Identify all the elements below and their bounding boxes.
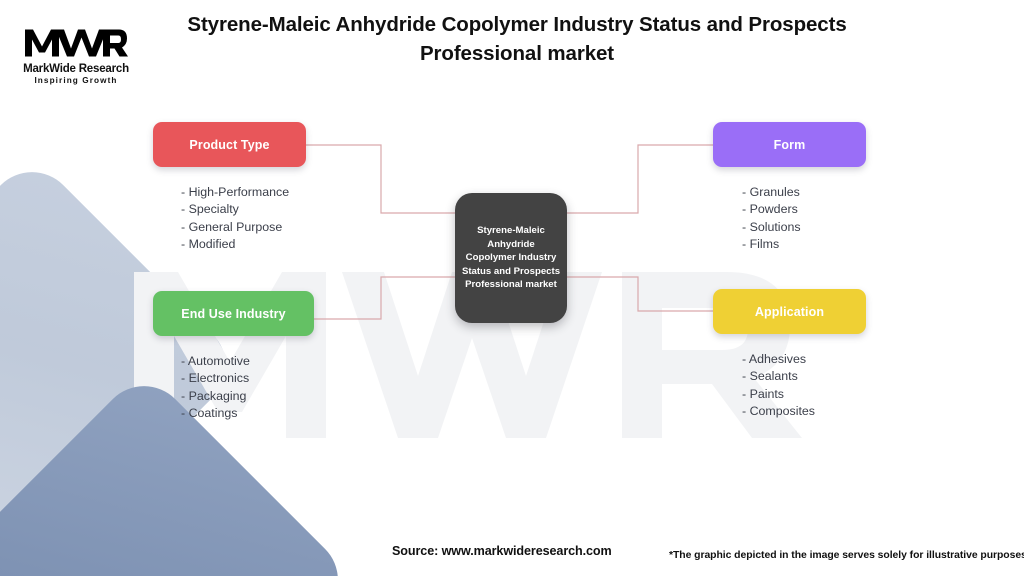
list-item: - Coatings	[181, 406, 238, 421]
connector-application	[567, 276, 713, 312]
list-item: - Composites	[742, 404, 815, 419]
branch-label-application: Application	[754, 304, 825, 319]
list-item: - Granules	[742, 185, 800, 199]
list-item: - Automotive	[181, 354, 250, 368]
list-item: - General Purpose	[181, 219, 283, 234]
list-item: - Adhesives	[742, 352, 807, 366]
central-hub: Styrene-Maleic Anhydride Copolymer Indus…	[455, 193, 567, 323]
list-item: - Specialty	[181, 202, 239, 217]
branch-chip-product-type[interactable]: Product Type	[153, 122, 306, 167]
list-item: - Films	[742, 237, 780, 252]
branch-items-product-type: - High-Performance - Specialty - General…	[153, 184, 306, 254]
central-hub-text: Styrene-Maleic Anhydride Copolymer Indus…	[458, 224, 564, 292]
mwr-logo-icon	[25, 29, 128, 57]
branch-label-form: Form	[773, 137, 806, 152]
hub-line: Professional market	[465, 279, 557, 291]
branch-items-form: - Granules - Powders - Solutions - Films	[713, 184, 866, 254]
branch-end-use-industry[interactable]: End Use Industry - Automotive - Electron…	[153, 291, 314, 423]
list-item: - Modified	[181, 237, 236, 252]
branch-label-end-use-industry: End Use Industry	[181, 306, 286, 321]
branch-label-product-type: Product Type	[189, 137, 270, 152]
branch-items-end-use-industry: - Automotive - Electronics - Packaging -…	[153, 353, 314, 423]
hub-line: Copolymer Industry	[465, 252, 557, 264]
branch-product-type[interactable]: Product Type - High-Performance - Specia…	[153, 122, 306, 254]
hub-line: Status and Prospects	[461, 265, 561, 277]
brand-logo: MarkWide Research Inspiring Growth	[16, 22, 136, 90]
connector-end-use-industry	[314, 276, 455, 320]
list-item: - Sealants	[742, 369, 798, 384]
list-item: - Electronics	[181, 371, 250, 386]
branch-items-application: - Adhesives - Sealants - Paints - Compos…	[713, 351, 866, 421]
list-item: - High-Performance	[181, 185, 290, 199]
disclaimer-note: *The graphic depicted in the image serve…	[669, 550, 1024, 561]
list-item: - Powders	[742, 202, 798, 217]
hub-line: Styrene-Maleic	[477, 224, 545, 236]
branch-form[interactable]: Form - Granules - Powders - Solutions - …	[713, 122, 866, 254]
list-item: - Packaging	[181, 388, 247, 403]
branch-chip-form[interactable]: Form	[713, 122, 866, 167]
hub-line: Anhydride	[487, 238, 535, 250]
list-item: - Solutions	[742, 219, 801, 234]
list-item: - Paints	[742, 386, 785, 401]
branch-chip-end-use-industry[interactable]: End Use Industry	[153, 291, 314, 336]
source-attribution: Source: www.markwideresearch.com	[392, 544, 612, 558]
branch-application[interactable]: Application - Adhesives - Sealants - Pai…	[713, 289, 866, 421]
connector-form	[567, 144, 713, 214]
branch-chip-application[interactable]: Application	[713, 289, 866, 334]
logo-company-name: MarkWide Research	[23, 63, 129, 75]
connector-product-type	[306, 144, 455, 214]
page-title: Styrene-Maleic Anhydride Copolymer Indus…	[187, 13, 847, 66]
logo-tagline: Inspiring Growth	[34, 76, 118, 85]
